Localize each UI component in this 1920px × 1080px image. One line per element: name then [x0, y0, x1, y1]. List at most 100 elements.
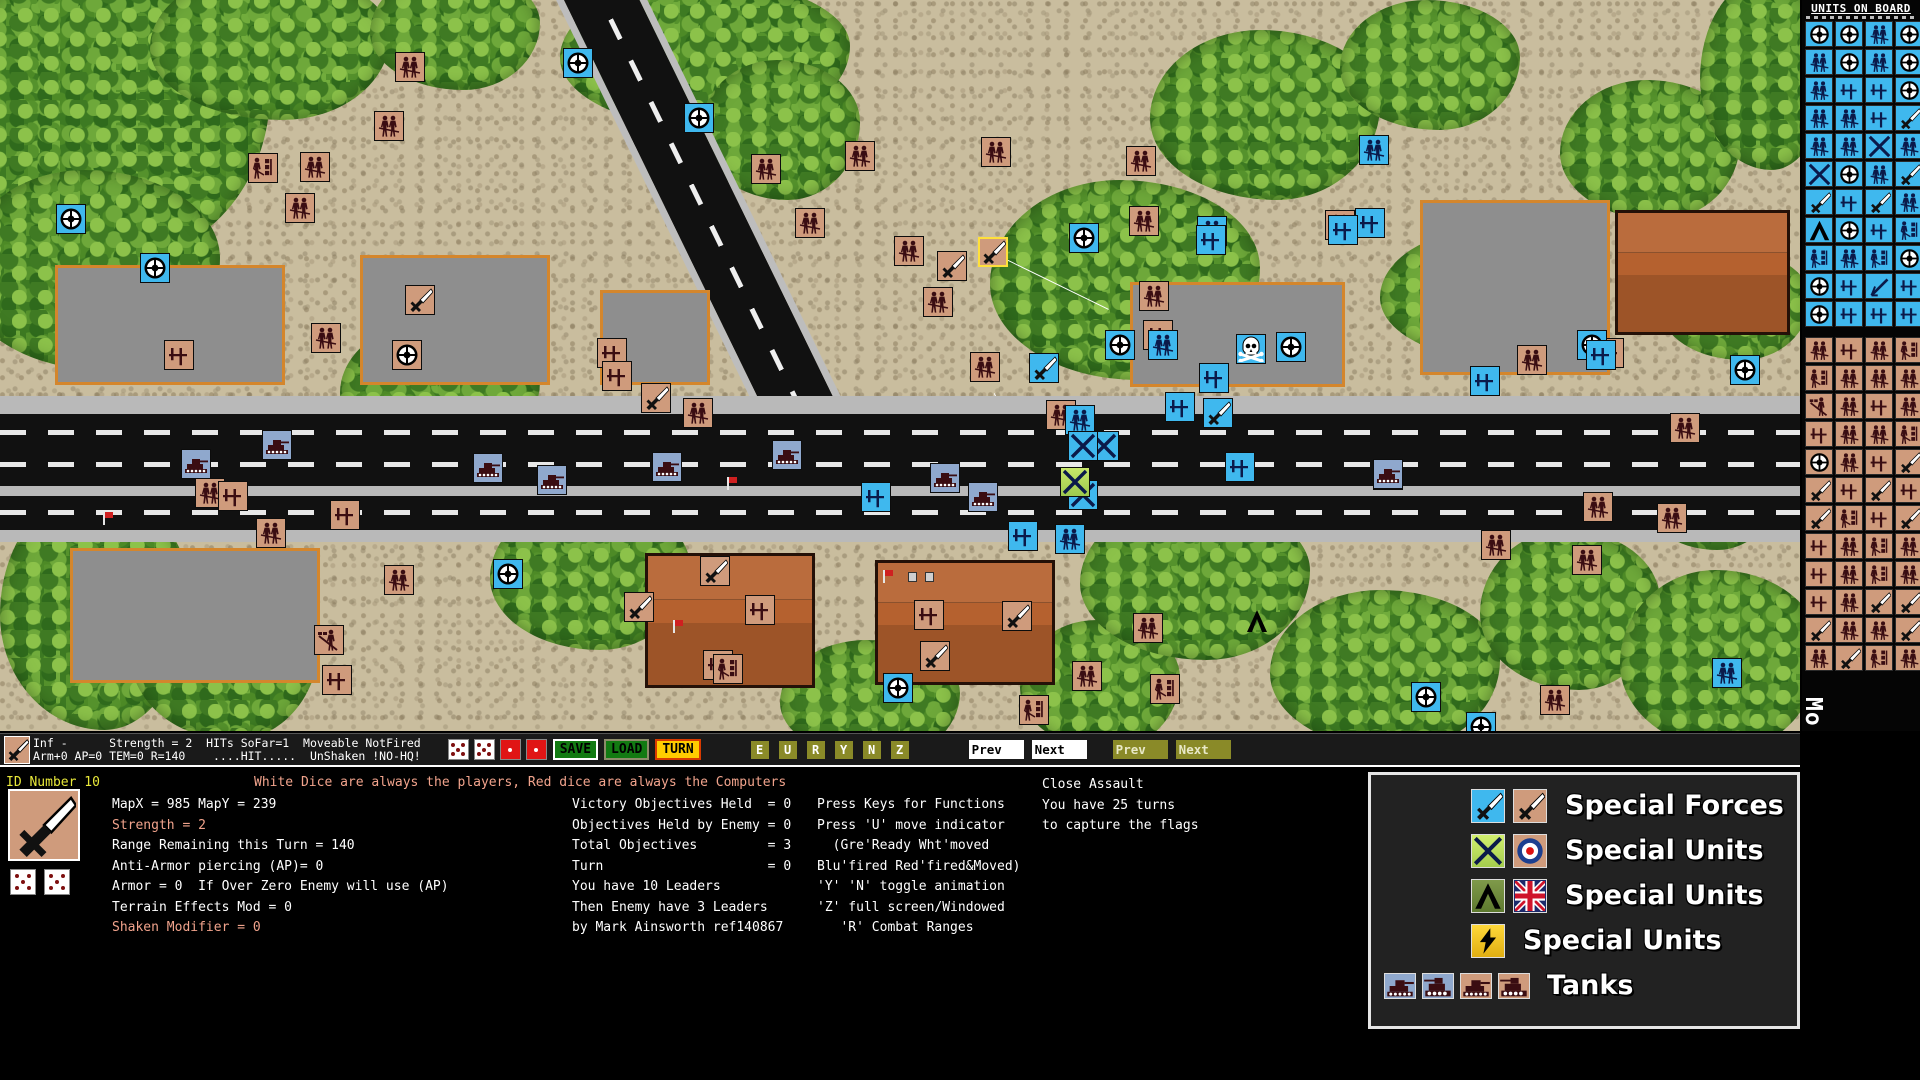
- unit-cell-tank[interactable]: [1865, 49, 1893, 75]
- map-counter-skull[interactable]: [1236, 334, 1266, 364]
- map-counter-sword[interactable]: [978, 237, 1008, 267]
- map-counter-infantry[interactable]: [970, 352, 1000, 382]
- map-counter-infantry[interactable]: [1126, 146, 1156, 176]
- unit-cell-sword[interactable]: [1865, 477, 1893, 503]
- map-counter-tankA[interactable]: [1373, 459, 1403, 489]
- map-counter-infantry[interactable]: [1129, 206, 1159, 236]
- map-counter-infantry[interactable]: [751, 154, 781, 184]
- map-counter-scope[interactable]: [1466, 712, 1496, 731]
- next-unit-button[interactable]: Next: [1031, 740, 1087, 759]
- unit-cell-scope[interactable]: [1805, 21, 1833, 47]
- unit-cell-infantry[interactable]: [1835, 365, 1863, 391]
- selected-unit-portrait[interactable]: [8, 789, 80, 861]
- map-counter-infantry[interactable]: [845, 141, 875, 171]
- map-counter-tankA[interactable]: [930, 463, 960, 493]
- unit-cell-atgun[interactable]: [1835, 337, 1863, 363]
- unit-cell-infantry[interactable]: [1835, 561, 1863, 587]
- unit-cell-atgun[interactable]: [1895, 477, 1920, 503]
- map-counter-atgun[interactable]: [1586, 340, 1616, 370]
- unit-cell-atgun[interactable]: [1835, 477, 1863, 503]
- unit-cell-tank[interactable]: [1805, 105, 1833, 131]
- map-counter-atgun[interactable]: [1165, 392, 1195, 422]
- map-counter-tankA[interactable]: [968, 482, 998, 512]
- map-counter-mg[interactable]: [314, 625, 344, 655]
- map-counter-atgun[interactable]: [1196, 225, 1226, 255]
- map-counter-sword[interactable]: [920, 641, 950, 671]
- next-enemy-button[interactable]: Next: [1175, 740, 1231, 759]
- unit-cell-cross[interactable]: [1865, 133, 1893, 159]
- map-counter-atgun[interactable]: [322, 665, 352, 695]
- map-counter-atgun[interactable]: [1355, 208, 1385, 238]
- unit-cell-sword[interactable]: [1805, 189, 1833, 215]
- map-counter-atgun[interactable]: [330, 500, 360, 530]
- prev-unit-button[interactable]: Prev: [968, 740, 1024, 759]
- map-counter-scope[interactable]: [563, 48, 593, 78]
- unit-cell-scope[interactable]: [1805, 449, 1833, 475]
- map-counter-sword[interactable]: [1002, 601, 1032, 631]
- map-counter-infantry[interactable]: [1055, 524, 1085, 554]
- map-counter-atgun[interactable]: [164, 340, 194, 370]
- map-counter-infantry[interactable]: [1540, 685, 1570, 715]
- unit-cell-hq[interactable]: [1805, 365, 1833, 391]
- unit-cell-hq[interactable]: [1805, 245, 1833, 271]
- map-counter-scope[interactable]: [684, 103, 714, 133]
- hotkey-u[interactable]: U: [778, 740, 797, 759]
- map-counter-scope[interactable]: [1276, 332, 1306, 362]
- unit-cell-hq[interactable]: [1865, 645, 1893, 671]
- unit-cell-atgun[interactable]: [1865, 217, 1893, 243]
- toolbar-unit-portrait[interactable]: [4, 735, 30, 764]
- unit-cell-infantry[interactable]: [1865, 365, 1893, 391]
- unit-cell-hq[interactable]: [1865, 561, 1893, 587]
- unit-cell-sword[interactable]: [1895, 617, 1920, 643]
- map-counter-hq[interactable]: [1150, 674, 1180, 704]
- unit-cell-infantry[interactable]: [1835, 617, 1863, 643]
- map-counter-cross[interactable]: [1060, 467, 1090, 497]
- map-counter-sword[interactable]: [937, 251, 967, 281]
- map-counter-sword[interactable]: [641, 383, 671, 413]
- unit-cell-sword[interactable]: [1895, 449, 1920, 475]
- turn-button[interactable]: TURN: [655, 739, 701, 760]
- unit-cell-infantry[interactable]: [1835, 133, 1863, 159]
- unit-cell-scope[interactable]: [1835, 21, 1863, 47]
- map-counter-infantry[interactable]: [1133, 613, 1163, 643]
- map-counter-infantry[interactable]: [300, 152, 330, 182]
- map-counter-scope[interactable]: [1411, 682, 1441, 712]
- unit-cell-scope[interactable]: [1835, 217, 1863, 243]
- map-counter-infantry[interactable]: [1517, 345, 1547, 375]
- map-counter-atgun[interactable]: [1225, 452, 1255, 482]
- map-counter-atgun[interactable]: [861, 482, 891, 512]
- map-counter-infantry[interactable]: [1072, 661, 1102, 691]
- map-counter-infantry[interactable]: [1712, 658, 1742, 688]
- unit-cell-hq[interactable]: [1895, 337, 1920, 363]
- map-counter-tankA[interactable]: [652, 452, 682, 482]
- map-counter-scope[interactable]: [1730, 355, 1760, 385]
- unit-cell-scope[interactable]: [1835, 49, 1863, 75]
- map-counter-atgun[interactable]: [1328, 215, 1358, 245]
- map-counter-infantry[interactable]: [683, 398, 713, 428]
- map-counter-sword[interactable]: [1203, 398, 1233, 428]
- unit-cell-hq[interactable]: [1895, 421, 1920, 447]
- unit-cell-sword[interactable]: [1805, 617, 1833, 643]
- map-counter-scope[interactable]: [1069, 223, 1099, 253]
- map-counter-atgun[interactable]: [745, 595, 775, 625]
- map-counter-tankA[interactable]: [473, 453, 503, 483]
- map-counter-cross[interactable]: [1068, 431, 1098, 461]
- unit-cell-tank[interactable]: [1835, 245, 1863, 271]
- unit-cell-scope[interactable]: [1895, 77, 1920, 103]
- map-counter-infantry[interactable]: [384, 565, 414, 595]
- unit-cell-atgun[interactable]: [1835, 273, 1863, 299]
- map-counter-atgun[interactable]: [1199, 363, 1229, 393]
- map-counter-infantry[interactable]: [395, 52, 425, 82]
- unit-cell-sword[interactable]: [1805, 477, 1833, 503]
- unit-cell-tank[interactable]: [1805, 337, 1833, 363]
- status-toolbar[interactable]: Inf - Strength = 2 HITs SoFar=1 Moveable…: [0, 733, 1800, 767]
- unit-cell-tank[interactable]: [1805, 49, 1833, 75]
- unit-cell-infantry[interactable]: [1895, 393, 1920, 419]
- unit-cell-atgun[interactable]: [1865, 77, 1893, 103]
- unit-cell-atgun[interactable]: [1865, 301, 1893, 327]
- map-counter-infantry[interactable]: [1359, 135, 1389, 165]
- map-counter-hq[interactable]: [1019, 695, 1049, 725]
- map-counter-tankA[interactable]: [772, 440, 802, 470]
- map-counter-infantry[interactable]: [374, 111, 404, 141]
- unit-cell-atgun[interactable]: [1865, 505, 1893, 531]
